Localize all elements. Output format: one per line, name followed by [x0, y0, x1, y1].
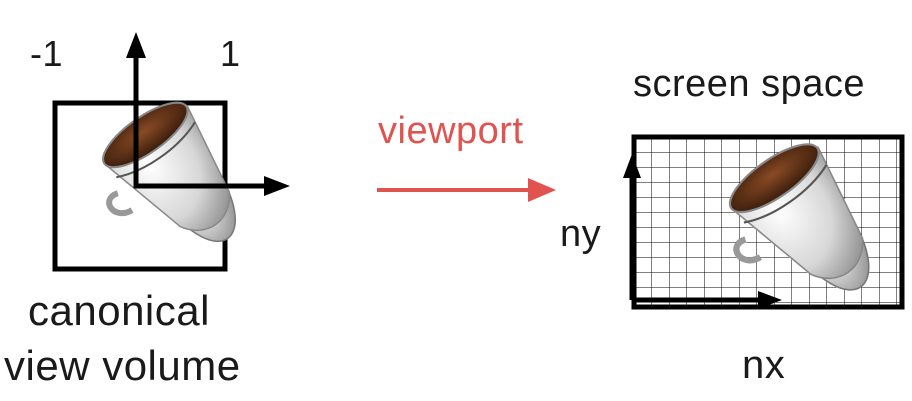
x-axis-arrowhead — [264, 176, 290, 196]
tick-min-label: -1 — [30, 33, 64, 74]
nx-axis-label: nx — [742, 343, 786, 387]
ny-axis-label: ny — [560, 213, 602, 255]
canonical-caption-line1: canonical — [28, 287, 210, 334]
screen-space-title: screen space — [633, 63, 866, 105]
screen-space — [623, 134, 905, 310]
canonical-caption-line2: view volume — [4, 342, 241, 389]
screen-y-axis-arrowhead — [623, 154, 641, 178]
teacup-right-image — [728, 143, 870, 291]
viewport-transform-arrow — [377, 178, 556, 202]
canonical-view-volume — [52, 32, 290, 272]
viewport-label: viewport — [378, 110, 524, 152]
screen-x-axis-arrowhead — [758, 291, 782, 309]
y-axis-arrowhead — [126, 32, 146, 58]
tick-max-label: 1 — [220, 33, 241, 74]
